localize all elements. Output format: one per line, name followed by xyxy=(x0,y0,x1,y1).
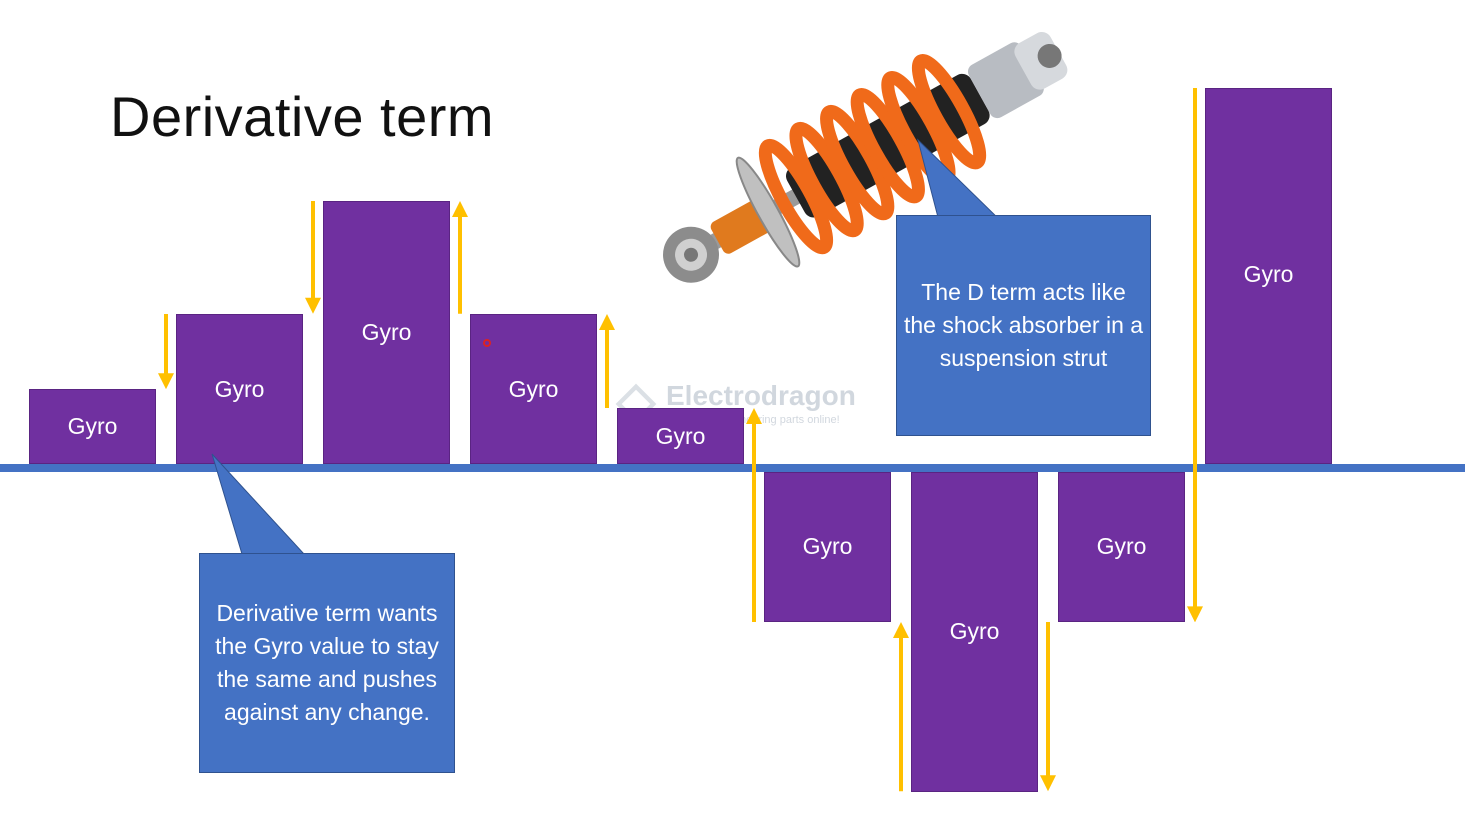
up-arrow-icon xyxy=(893,622,909,792)
callout-right: The D term acts like the shock absorber … xyxy=(896,215,1151,436)
watermark-name: Electrodragon xyxy=(666,380,856,411)
gyro-bar-label: Gyro xyxy=(949,618,1000,644)
up-arrow-icon xyxy=(746,407,762,623)
down-arrow-icon xyxy=(1040,622,1056,792)
up-arrow-icon xyxy=(452,200,468,314)
gyro-bar: Gyro xyxy=(29,388,156,464)
slide-title: Derivative term xyxy=(110,85,495,148)
shock-absorber-icon xyxy=(663,31,1068,283)
gyro-bar-label: Gyro xyxy=(1243,261,1294,287)
gyro-bar-label: Gyro xyxy=(214,375,265,402)
gyro-bar: Gyro xyxy=(617,407,744,464)
callout-left-pointer xyxy=(211,453,306,555)
down-arrow-icon xyxy=(305,200,321,314)
callout-left: Derivative term wants the Gyro value to … xyxy=(199,553,455,773)
gyro-bar: Gyro xyxy=(323,200,450,464)
pointer-dot xyxy=(483,339,491,347)
gyro-bar-label: Gyro xyxy=(67,413,118,440)
gyro-bar: Gyro xyxy=(1058,472,1185,623)
gyro-bar: Gyro xyxy=(764,472,891,623)
up-arrow-icon xyxy=(599,313,615,408)
gyro-bar-label: Gyro xyxy=(802,533,853,559)
gyro-bar: Gyro xyxy=(470,313,597,464)
gyro-bar: Gyro xyxy=(1205,88,1332,464)
gyro-bar-label: Gyro xyxy=(361,319,412,346)
zero-baseline xyxy=(0,464,1465,472)
gyro-bar: Gyro xyxy=(911,472,1038,792)
gyro-bar: Gyro xyxy=(176,313,303,464)
down-arrow-icon xyxy=(158,313,174,389)
gyro-bar-label: Gyro xyxy=(655,422,706,449)
down-arrow-icon xyxy=(1187,88,1203,623)
gyro-bar-label: Gyro xyxy=(1096,533,1147,559)
gyro-bar-label: Gyro xyxy=(508,375,559,402)
